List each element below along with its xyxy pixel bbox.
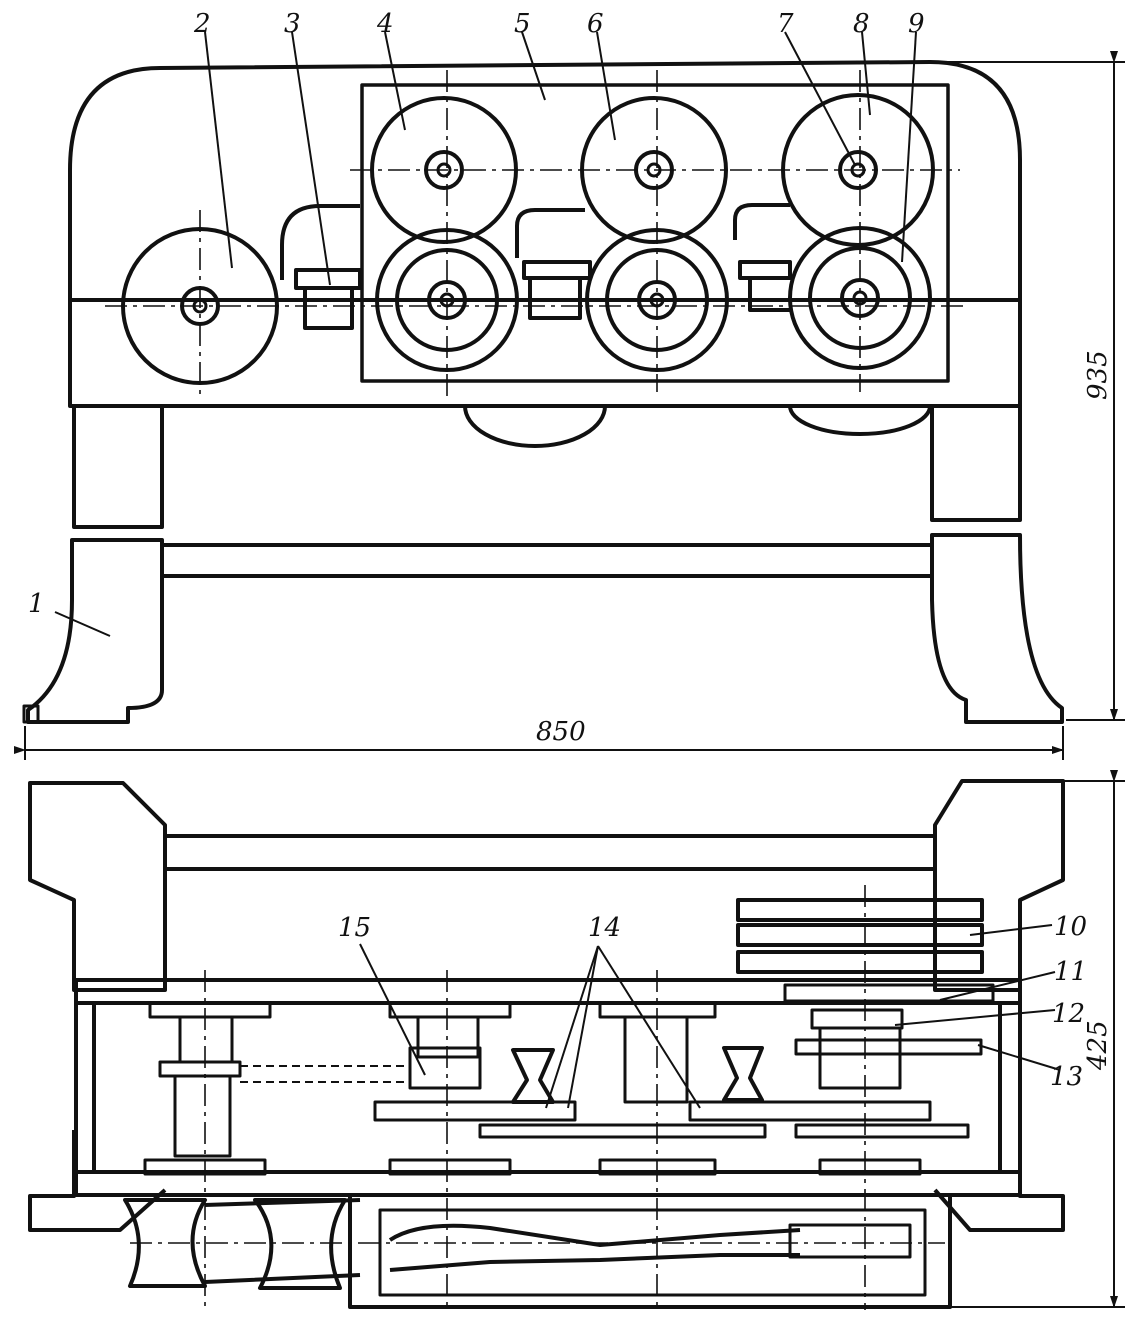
hourglass-guide-right — [722, 1046, 764, 1102]
gear-14-a — [373, 1100, 577, 1122]
pulley-10-disk-1 — [736, 898, 984, 922]
foot-left — [26, 538, 164, 724]
guide-right — [733, 203, 792, 312]
label-12: 12 — [1052, 999, 1085, 1029]
leg-upper-right — [930, 404, 1022, 522]
shaft-left-lower — [173, 1074, 232, 1158]
shaft-left-body — [178, 1015, 234, 1064]
gear-13 — [794, 1038, 983, 1056]
motor-pulley — [788, 1223, 912, 1259]
label-7: 7 — [777, 9, 794, 39]
label-8: 8 — [853, 9, 870, 39]
dim-width-label: 850 — [536, 717, 586, 747]
label-14: 14 — [588, 913, 621, 943]
motor-shaft — [388, 1223, 801, 1272]
label-3: 3 — [284, 9, 301, 39]
front-centerlines — [105, 70, 965, 400]
drive-sheave-right — [253, 1198, 347, 1290]
guide-middle — [515, 208, 592, 320]
part-labels: 1 2 3 4 5 6 7 8 9 10 11 12 13 14 15 — [28, 9, 1087, 1092]
motor-inner — [378, 1208, 927, 1297]
gear-lower-right — [794, 1123, 970, 1139]
wire-guide-3 — [280, 204, 362, 330]
roll-panel — [360, 83, 950, 383]
label-13: 13 — [1050, 1062, 1083, 1092]
label-10: 10 — [1054, 912, 1087, 942]
motor-housing — [348, 1193, 952, 1309]
dim-height-label: 935 — [1083, 350, 1113, 400]
front-view — [22, 60, 1064, 724]
label-5: 5 — [514, 9, 531, 39]
gear-14-b — [478, 1123, 767, 1139]
plan-view — [28, 779, 1065, 1309]
pulley-10-disk-3 — [736, 950, 984, 974]
label-15: 15 — [338, 913, 371, 943]
label-9: 9 — [908, 9, 925, 39]
housing-outline — [68, 60, 1022, 300]
lower-wheel-left — [463, 405, 607, 448]
shaft-right-body — [818, 1026, 902, 1090]
leg-upper-left — [72, 404, 164, 529]
dimension-lines — [14, 51, 1125, 1308]
shaft-left-coupling — [158, 1060, 242, 1078]
upper-beam — [68, 298, 1022, 408]
dimension-labels: 850 935 425 — [536, 350, 1113, 1071]
corner-bottom-left — [28, 1130, 167, 1232]
label-11: 11 — [1054, 957, 1087, 987]
gear-14-c — [688, 1100, 932, 1122]
shaft-mid1-top-plate — [388, 1001, 512, 1019]
shaft-mid1-body — [416, 1015, 480, 1059]
foot-right — [930, 533, 1064, 724]
part-15-hub — [408, 1046, 482, 1090]
corner-top-left — [28, 781, 167, 992]
label-2: 2 — [193, 9, 211, 39]
shaft-mid2-body — [623, 1015, 689, 1104]
foot-bolt — [22, 704, 40, 724]
label-4: 4 — [376, 9, 394, 39]
hourglass-guide-left — [511, 1048, 555, 1104]
plan-centerlines — [130, 885, 945, 1310]
part-11-plate — [783, 983, 995, 1003]
lower-wheel-right — [788, 405, 932, 436]
shaft-left-top-plate — [148, 1001, 272, 1019]
part-12-plate — [810, 1008, 904, 1030]
label-6: 6 — [587, 9, 604, 39]
corner-top-right — [933, 779, 1065, 992]
shaft-mid1-base — [388, 1158, 512, 1176]
shaft-right-base — [818, 1158, 922, 1176]
label-1: 1 — [28, 589, 45, 619]
leader-lines — [54, 31, 1061, 1109]
dim-plan-label: 425 — [1083, 1020, 1113, 1071]
pulley-10-disk-2 — [736, 923, 984, 947]
